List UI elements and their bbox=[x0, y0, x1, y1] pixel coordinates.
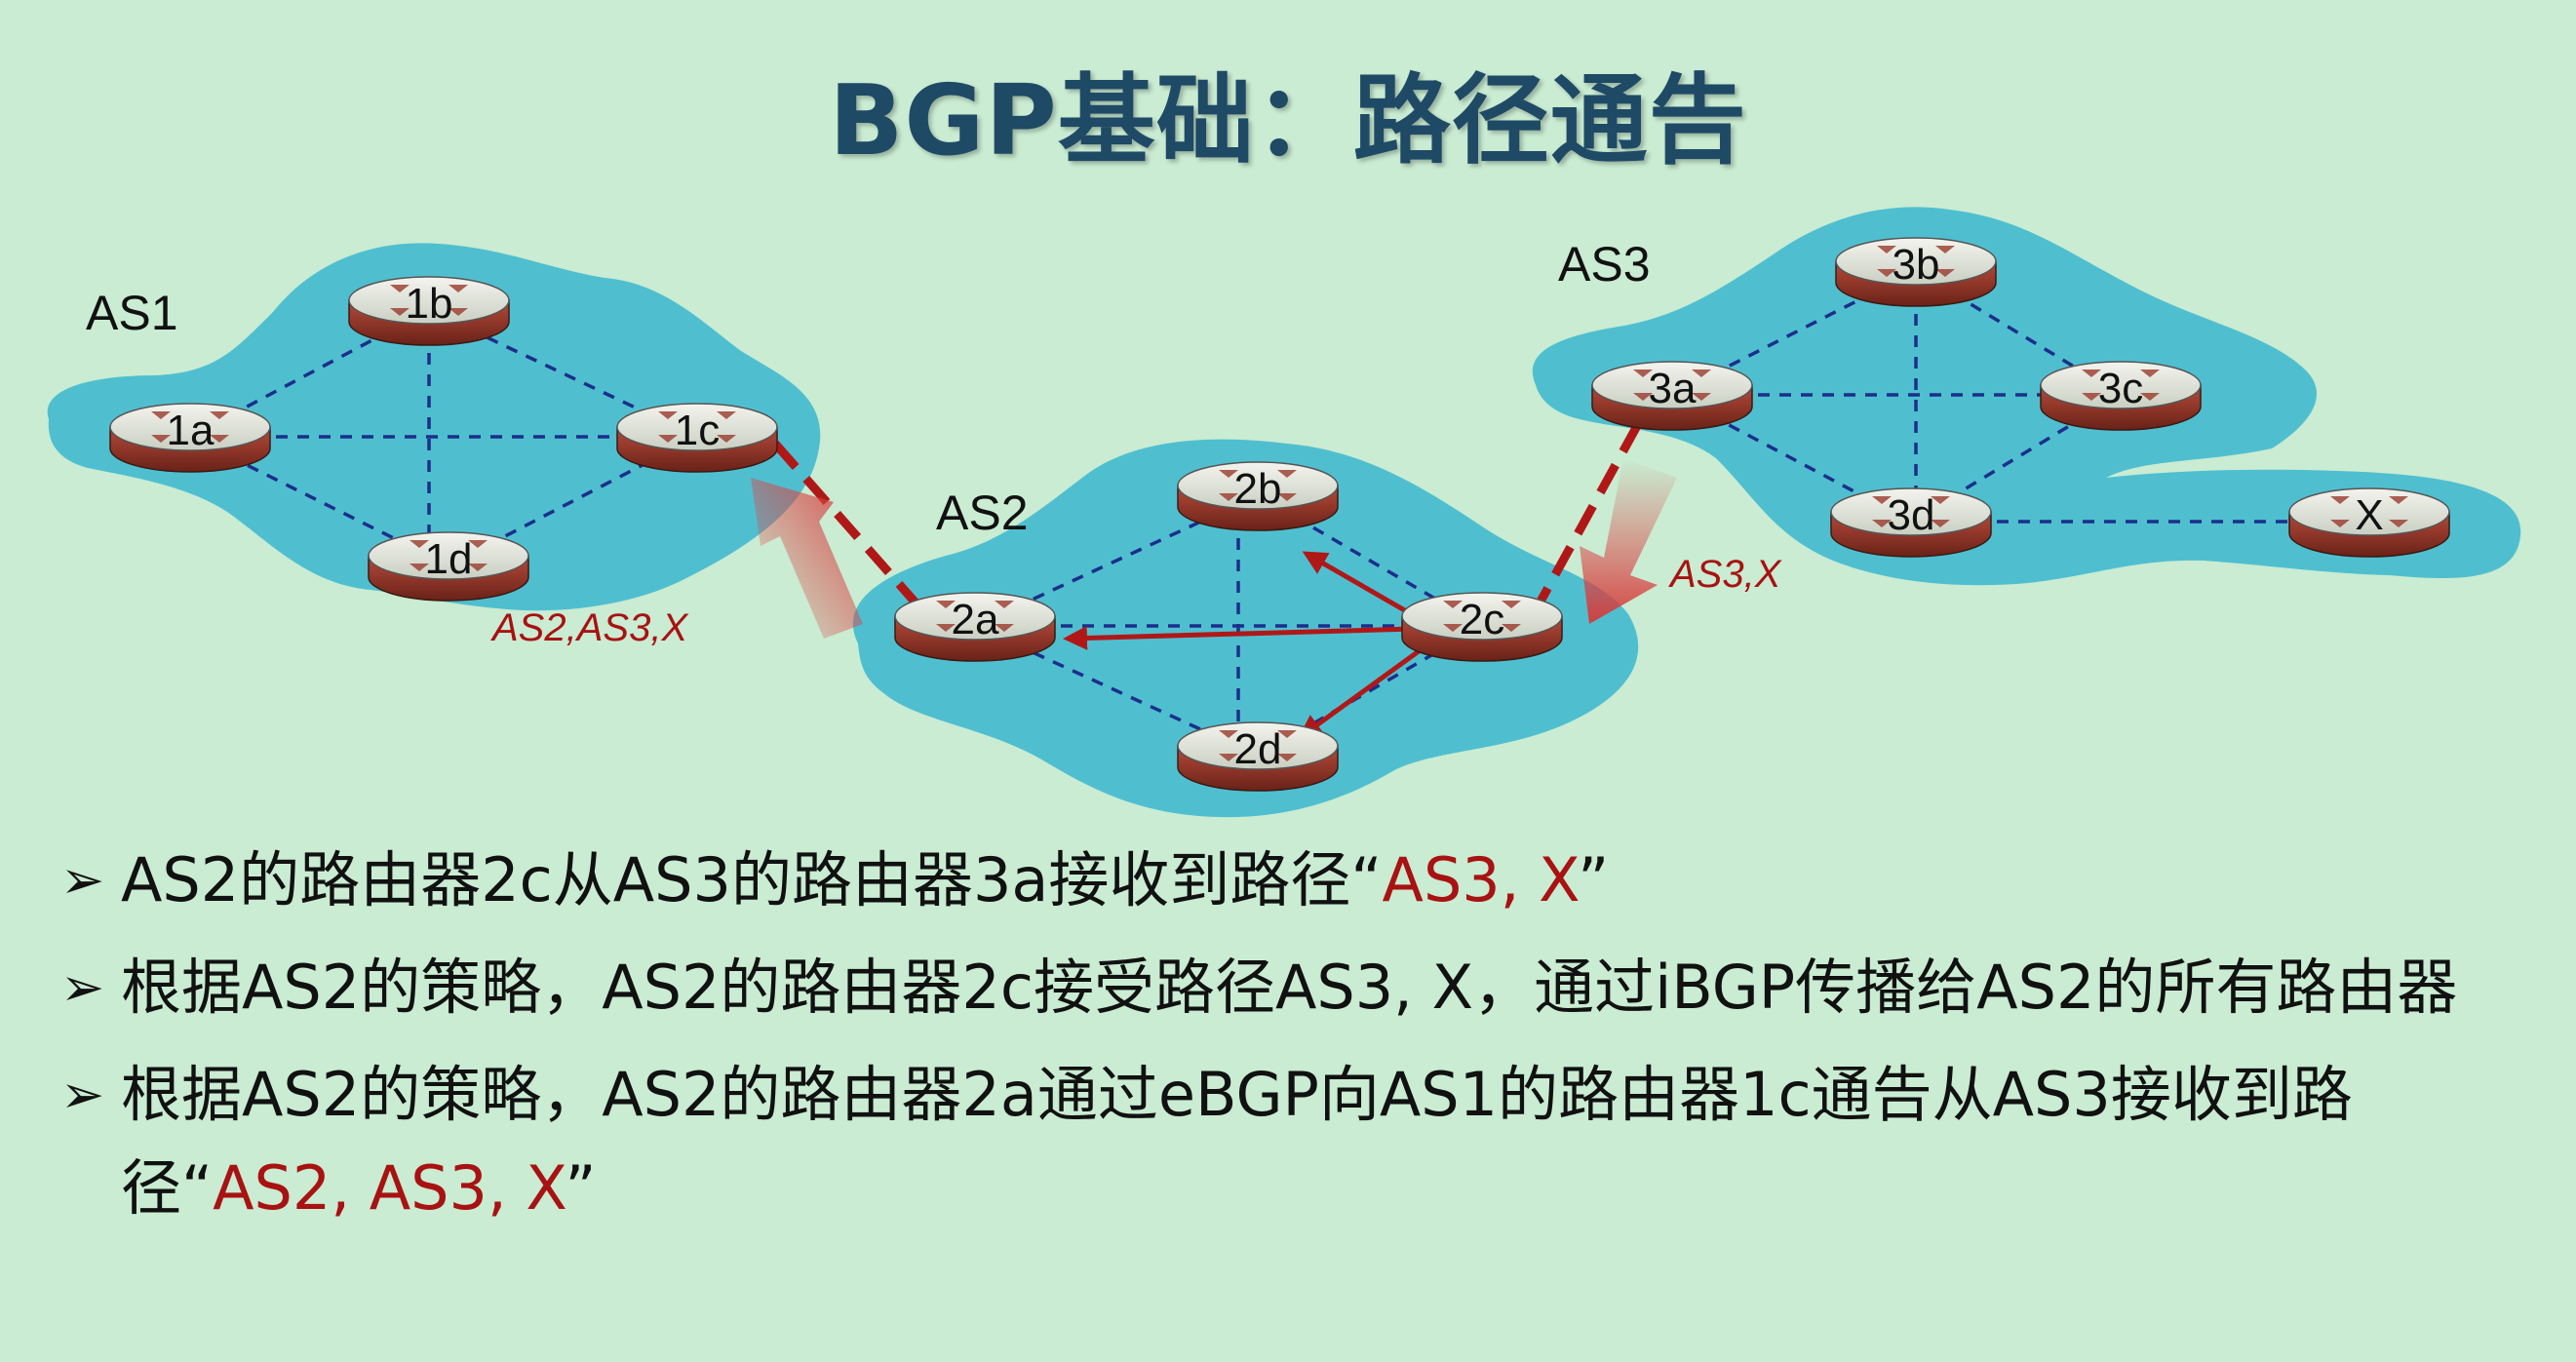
router-x-label: X bbox=[2355, 491, 2383, 539]
as2-label: AS2 bbox=[936, 486, 1029, 540]
router-3c-label: 3c bbox=[2098, 365, 2143, 412]
router-x: X bbox=[2288, 487, 2450, 558]
as2-cloud bbox=[852, 439, 1639, 818]
bullet-1-text: AS2的路由器2c从AS3的路由器3a接收到路径“ bbox=[121, 844, 1383, 915]
router-3b-label: 3b bbox=[1893, 241, 1940, 289]
router-3c: 3c bbox=[2040, 361, 2202, 431]
router-3d-label: 3d bbox=[1888, 491, 1935, 539]
ebgp-links bbox=[771, 421, 1642, 622]
bullet-1-close: ” bbox=[1578, 844, 1610, 915]
path-label-as2-as3-x: AS2,AS3,X bbox=[490, 606, 688, 649]
router-2d-label: 2d bbox=[1234, 725, 1282, 773]
router-3d: 3d bbox=[1830, 487, 1992, 558]
bullet-list: ➢ AS2的路由器2c从AS3的路由器3a接收到路径“AS3, X” ➢ 根据A… bbox=[60, 834, 2537, 1249]
bullet-2-text: 根据AS2的策略，AS2的路由器2c接受路径AS3, X，通过iBGP传播给AS… bbox=[121, 952, 2458, 1023]
router-1b-label: 1b bbox=[406, 280, 453, 328]
router-2c: 2c bbox=[1401, 592, 1563, 662]
advert-arrow-to-as2 bbox=[1580, 458, 1677, 624]
router-2d: 2d bbox=[1177, 721, 1339, 792]
router-1a: 1a bbox=[109, 403, 271, 473]
bullet-arrow-icon: ➢ bbox=[60, 956, 105, 1018]
bullet-3: ➢ 根据AS2的策略，AS2的路由器2a通过eBGP向AS1的路由器1c通告从A… bbox=[60, 1048, 2537, 1235]
advert-arrow-to-as1 bbox=[751, 478, 863, 639]
bullet-3-text: 根据AS2的策略，AS2的路由器2a通过eBGP向AS1的路由器1c通告从AS3… bbox=[121, 1059, 2353, 1224]
bullet-3-highlight: AS2, AS3, X bbox=[213, 1152, 566, 1224]
bullet-1: ➢ AS2的路由器2c从AS3的路由器3a接收到路径“AS3, X” bbox=[60, 834, 2537, 927]
router-2c-label: 2c bbox=[1460, 596, 1504, 643]
bullet-arrow-icon: ➢ bbox=[60, 849, 105, 911]
router-2a: 2a bbox=[894, 592, 1056, 662]
router-1c: 1c bbox=[616, 403, 778, 473]
as1-label: AS1 bbox=[86, 286, 178, 340]
router-3b: 3b bbox=[1835, 237, 1997, 307]
bullet-1-highlight: AS3, X bbox=[1382, 844, 1579, 915]
router-1d: 1d bbox=[368, 531, 529, 602]
router-1b: 1b bbox=[348, 276, 510, 346]
router-1a-label: 1a bbox=[167, 407, 215, 454]
bullet-2: ➢ 根据AS2的策略，AS2的路由器2c接受路径AS3, X，通过iBGP传播给… bbox=[60, 941, 2537, 1034]
router-3a-label: 3a bbox=[1649, 365, 1697, 412]
router-1d-label: 1d bbox=[425, 535, 473, 583]
as3-label: AS3 bbox=[1558, 237, 1651, 292]
path-label-as3-x: AS3,X bbox=[1668, 553, 1782, 596]
slide-title: BGP基础：路径通告 bbox=[829, 63, 1747, 177]
router-1c-label: 1c bbox=[675, 407, 720, 454]
router-2b: 2b bbox=[1177, 461, 1339, 531]
router-2b-label: 2b bbox=[1234, 465, 1282, 513]
as1-cloud bbox=[47, 243, 821, 611]
router-2a-label: 2a bbox=[952, 596, 999, 643]
bullet-arrow-icon: ➢ bbox=[60, 1064, 105, 1125]
router-3a: 3a bbox=[1591, 361, 1753, 431]
routers: 1a 1b 1c 1d 2a 2b 2c 2d 3a 3b 3c 3d X bbox=[109, 237, 2450, 792]
bgp-diagram: AS1 AS2 AS3 bbox=[47, 207, 2521, 818]
bullet-3-close: ” bbox=[565, 1152, 597, 1224]
